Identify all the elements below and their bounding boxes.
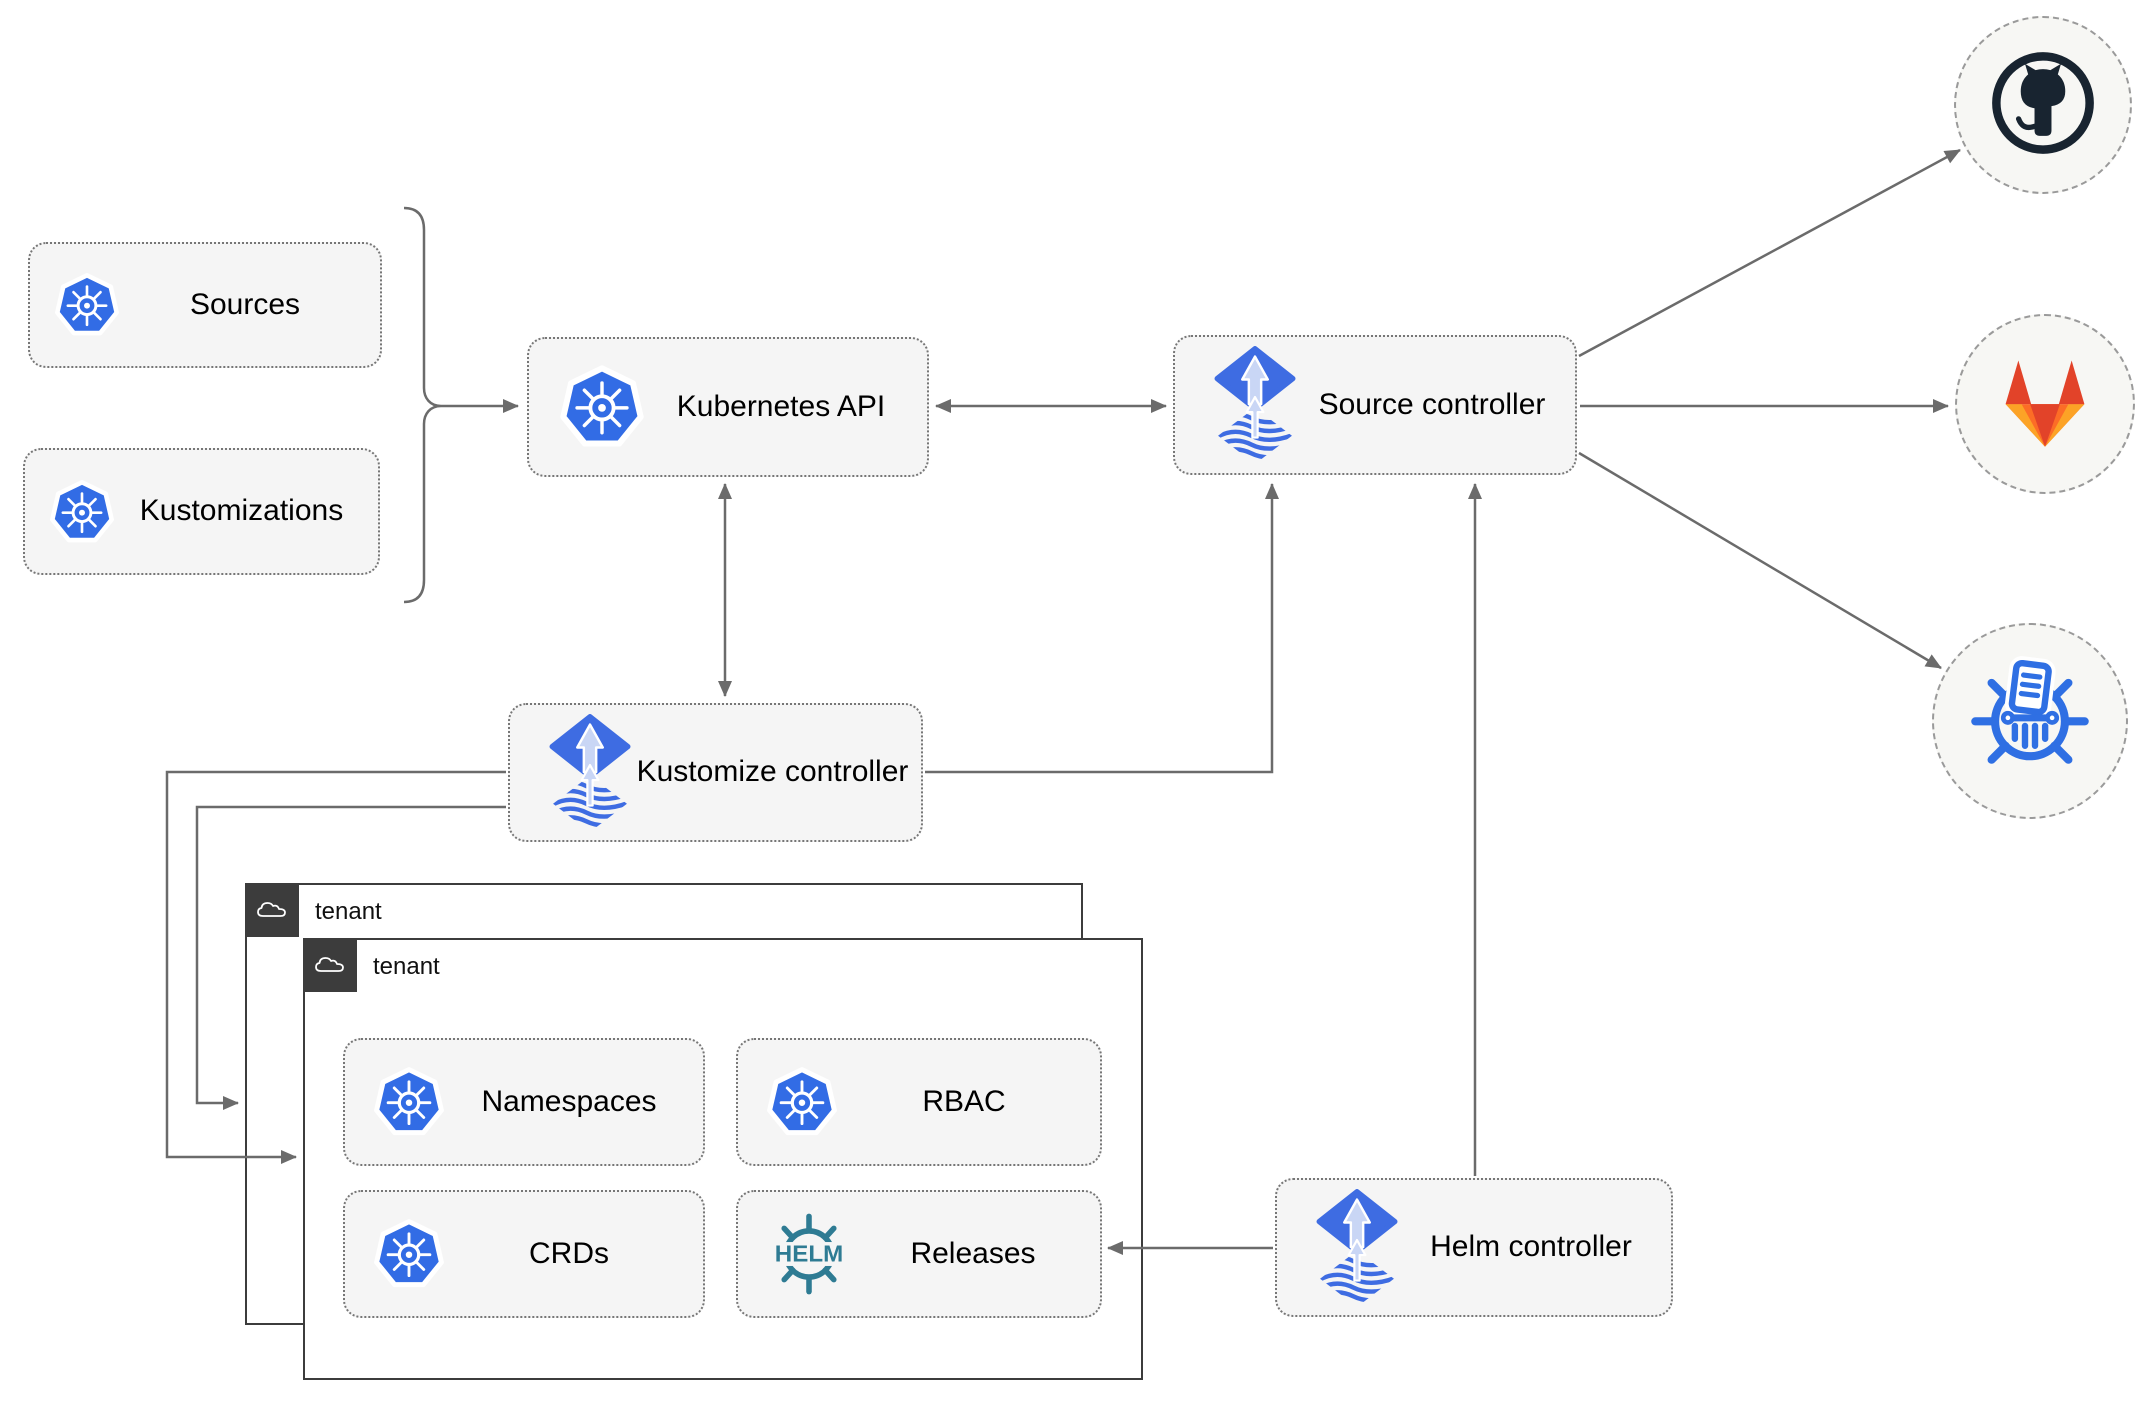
helm-icon: HELM [762, 1211, 856, 1297]
node-label: Kubernetes API [676, 389, 886, 423]
cloud-icon [312, 950, 348, 981]
kubernetes-icon [559, 364, 645, 450]
arrow-source-to-github [1578, 148, 1961, 358]
kubernetes-icon [766, 1066, 838, 1138]
tenant-box-front: tenant Namespaces RBAC CRDs [303, 938, 1143, 1380]
arrow-source-to-bucket [1578, 451, 1942, 670]
gitlab-icon [1991, 353, 2099, 456]
node-sources: Sources [28, 242, 382, 368]
flux-icon [1211, 346, 1299, 464]
github-icon [1990, 50, 2096, 161]
gitlab-target [1955, 314, 2135, 494]
node-helm-controller: Helm controller [1275, 1178, 1673, 1317]
node-label: Releases [910, 1236, 1036, 1270]
node-rbac: RBAC [736, 1038, 1102, 1166]
node-crds: CRDs [343, 1190, 705, 1318]
node-kubernetes-api: Kubernetes API [527, 337, 929, 477]
node-label: Kustomize controller [636, 755, 909, 789]
node-label: RBAC [922, 1084, 1006, 1118]
node-label: Kustomizations [139, 494, 344, 528]
node-label: Sources [189, 287, 301, 321]
node-label: Namespaces [481, 1084, 657, 1118]
kubernetes-icon [54, 272, 120, 338]
arrow-kustomize-to-source-controller [925, 483, 1279, 774]
bucket-storage-icon [1966, 655, 2094, 788]
node-label: CRDs [529, 1236, 609, 1270]
kubernetes-icon [49, 479, 115, 545]
node-namespaces: Namespaces [343, 1038, 705, 1166]
node-source-controller: Source controller [1173, 335, 1577, 475]
tenant-header [303, 938, 357, 992]
tenant-header [245, 883, 299, 937]
bucket-storage-target [1932, 623, 2128, 819]
node-kustomizations: Kustomizations [23, 448, 380, 575]
tenant-label: tenant [315, 898, 382, 925]
kubernetes-icon [373, 1066, 445, 1138]
bracket-sources-group [403, 206, 442, 604]
flux-icon [1313, 1189, 1401, 1307]
node-label: Source controller [1318, 387, 1546, 421]
node-kustomize-controller: Kustomize controller [508, 703, 923, 842]
cloud-icon [254, 895, 290, 926]
github-target [1954, 16, 2132, 194]
flux-icon [546, 714, 634, 832]
node-releases: HELM Releases [736, 1190, 1102, 1318]
kubernetes-icon [373, 1218, 445, 1290]
helm-wordmark: HELM [775, 1241, 843, 1267]
tenant-label: tenant [373, 953, 440, 980]
node-label: Helm controller [1430, 1230, 1632, 1264]
